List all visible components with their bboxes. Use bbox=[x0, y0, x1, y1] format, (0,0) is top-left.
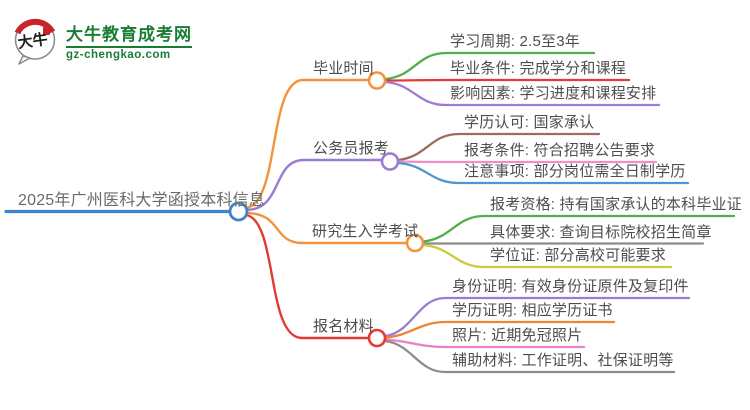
site-logo[interactable]: 大牛 大牛教育成考网 gz-chengkao.com bbox=[12, 16, 192, 65]
branch-node-circle bbox=[380, 152, 400, 171]
child-wire bbox=[396, 132, 601, 162]
child-wire bbox=[396, 160, 658, 164]
branch-wire-gongwuyuan bbox=[245, 158, 384, 212]
logo-domain-text: gz-chengkao.com bbox=[66, 49, 171, 61]
branch-wire-biye bbox=[244, 78, 371, 210]
branch-node-circle bbox=[367, 328, 387, 348]
branch-label-baoming: 报名材料 bbox=[313, 318, 374, 335]
leaf-label: 身份证明: 有效身份证原件及复印件 bbox=[452, 278, 689, 295]
branch-wire-baoming bbox=[244, 213, 371, 340]
leaf-label: 报考条件: 符合招聘公告要求 bbox=[464, 142, 656, 159]
leaf-label: 学历证明: 相应学历证书 bbox=[452, 302, 613, 319]
leaf-label: 辅助材料: 工作证明、社保证明等 bbox=[452, 352, 674, 369]
child-wire bbox=[396, 161, 690, 185]
branch-node-circle bbox=[405, 233, 425, 253]
child-wire bbox=[383, 338, 586, 349]
root-node-label: 2025年广州医科大学函授本科信息 bbox=[18, 192, 265, 209]
child-wire bbox=[383, 51, 596, 81]
leaf-label: 学习周期: 2.5至3年 bbox=[450, 33, 580, 50]
leaf-label: 报考资格: 持有国家承认的本科毕业证 bbox=[490, 196, 742, 213]
branch-node-circle bbox=[367, 71, 387, 90]
leaf-label: 影响因素: 学习进度和课程安排 bbox=[450, 85, 657, 102]
branch-label-yanjiusheng: 研究生入学考试 bbox=[312, 223, 419, 240]
child-wire bbox=[421, 243, 673, 269]
branch-wire-yanjiusheng bbox=[245, 211, 408, 245]
leaf-label: 具体要求: 查询目标院校招生简章 bbox=[490, 224, 712, 241]
logo-divider bbox=[66, 46, 192, 48]
leaf-label: 注意事项: 部分岗位需全日制学历 bbox=[464, 163, 686, 180]
leaf-label: 毕业条件: 完成学分和课程 bbox=[450, 60, 626, 77]
branch-label-biye: 毕业时间 bbox=[313, 60, 374, 77]
child-wire bbox=[383, 339, 676, 374]
leaf-label: 照片: 近期免冠照片 bbox=[452, 327, 583, 344]
logo-brand-text: 大牛教育成考网 bbox=[66, 25, 192, 44]
leaf-label: 学位证: 部分高校可能要求 bbox=[490, 247, 666, 264]
branch-label-gongwuyuan: 公务员报考 bbox=[313, 140, 390, 157]
child-wire bbox=[383, 296, 691, 338]
logo-icon-text: 大牛 bbox=[17, 30, 49, 52]
child-wire bbox=[383, 320, 616, 339]
child-wire bbox=[383, 78, 631, 82]
child-wire bbox=[383, 80, 661, 107]
leaf-label: 学历认可: 国家承认 bbox=[464, 114, 595, 131]
root-node-circle bbox=[228, 201, 249, 222]
logo-bull-icon: 大牛 bbox=[14, 18, 56, 65]
child-wire bbox=[421, 214, 736, 243]
